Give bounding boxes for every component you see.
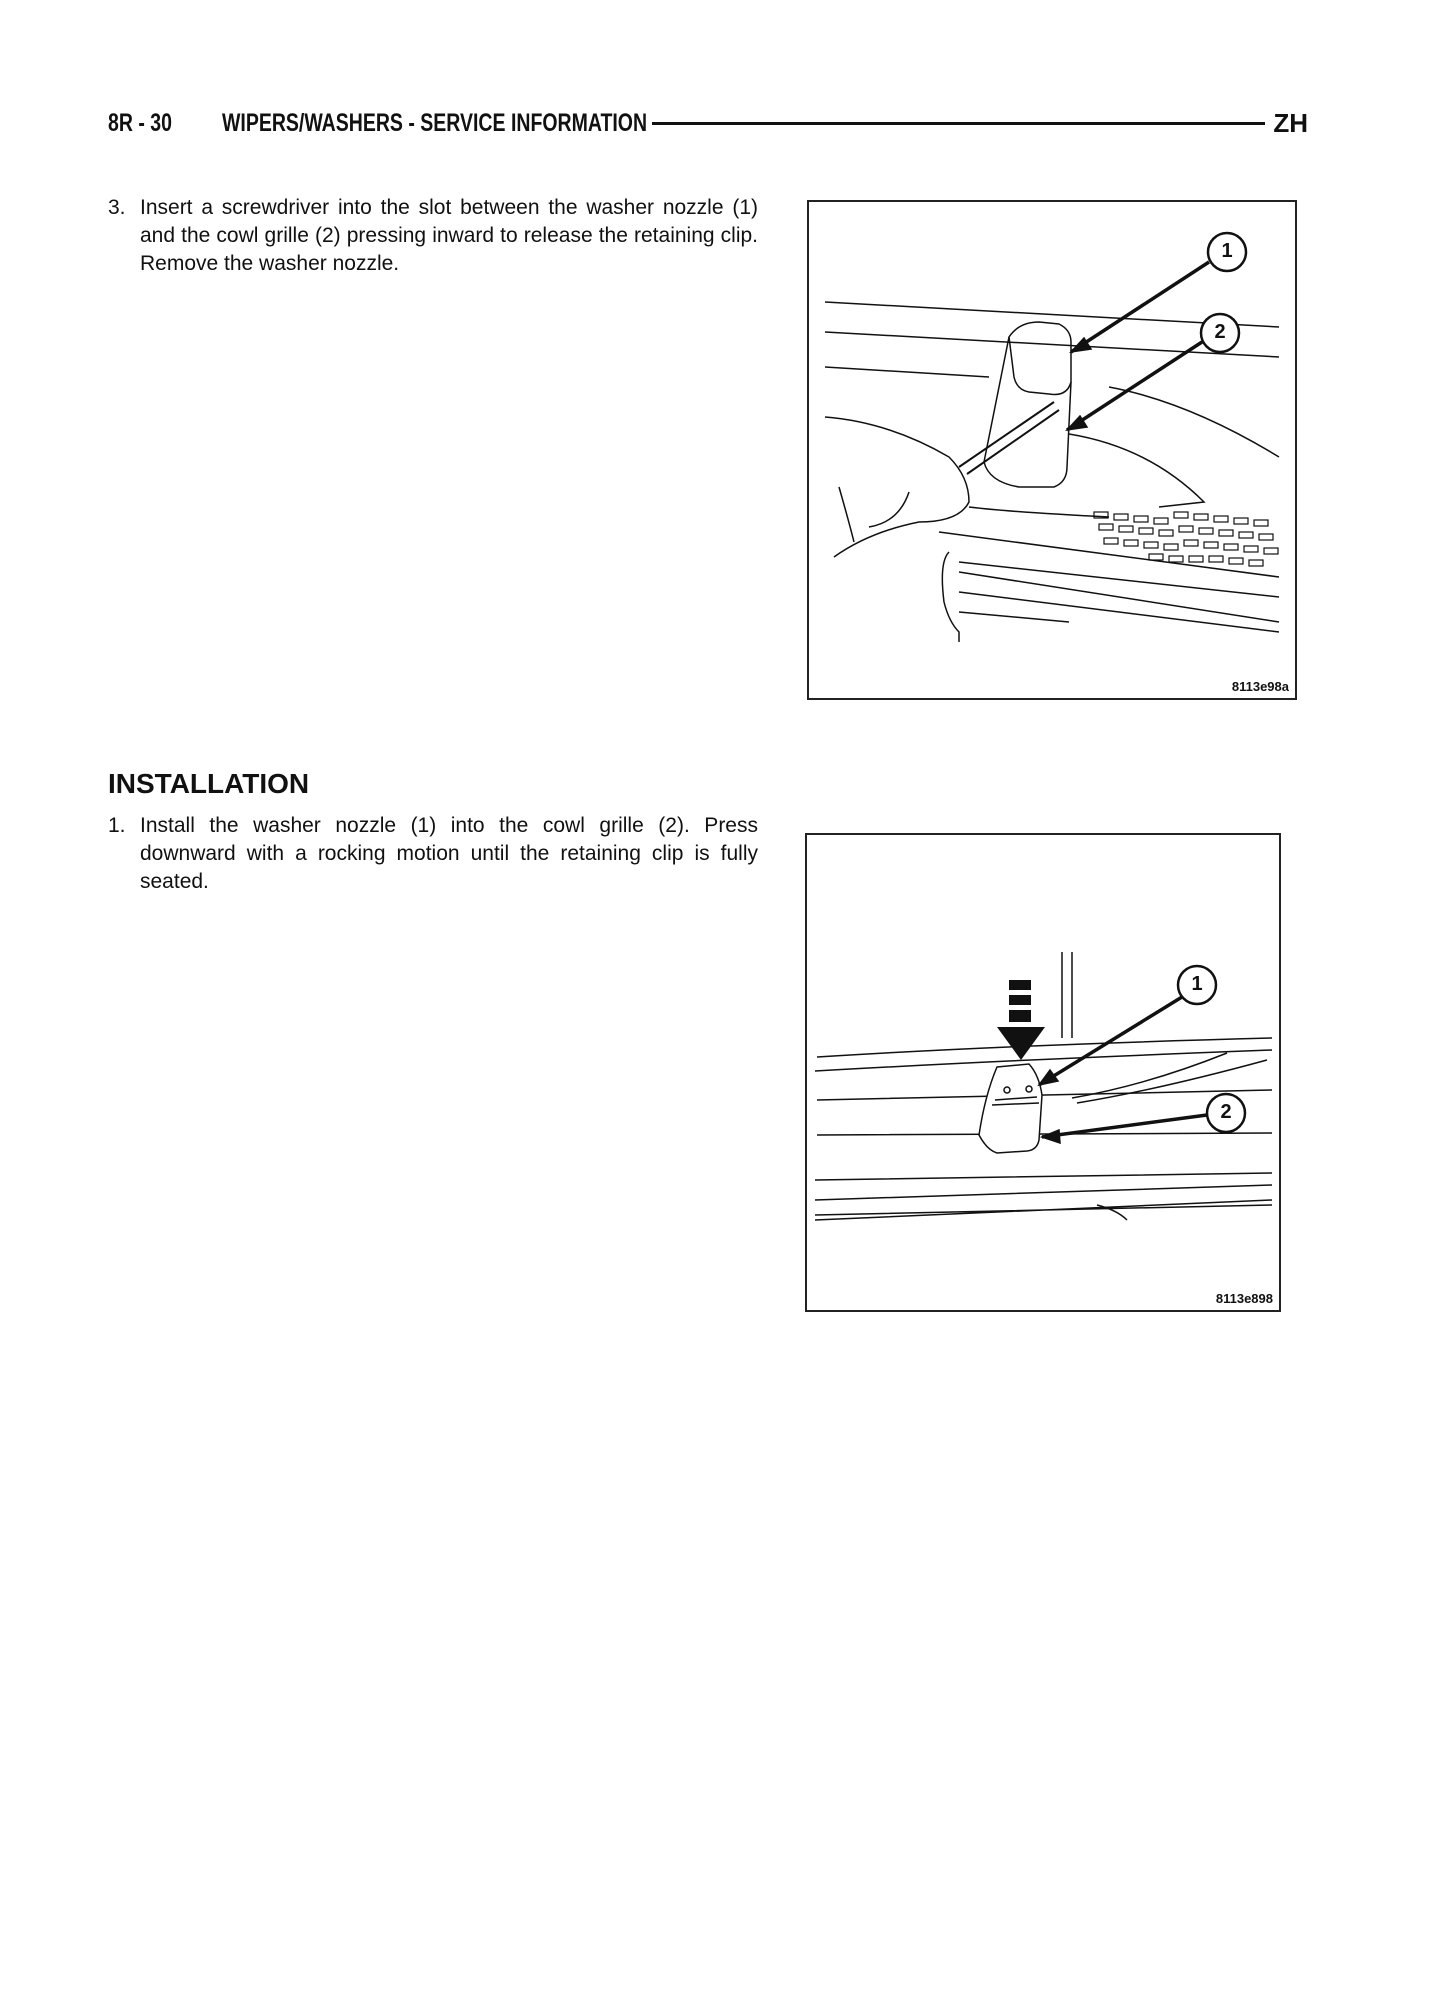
- removal-step-3: 3. Insert a screwdriver into the slot be…: [108, 194, 758, 278]
- step-number: 3.: [108, 196, 126, 219]
- figure-code: 8113e898: [1215, 1291, 1273, 1306]
- grille-pattern: [1093, 511, 1279, 567]
- step-text: Insert a screwdriver into the slot betwe…: [140, 196, 758, 275]
- callout-2-circle: [1205, 1092, 1247, 1134]
- callout-2-leader: [1066, 340, 1203, 432]
- step-number: 1.: [108, 814, 126, 837]
- nozzle-removal-illustration: [824, 231, 1280, 642]
- figure-nozzle-installation: 1 2 8113e898: [805, 833, 1281, 1312]
- installation-heading: INSTALLATION: [108, 768, 310, 799]
- callout-2-leader: [1041, 1113, 1208, 1139]
- callout-2-label: 2: [1214, 321, 1226, 343]
- installation-step-1: 1. Install the washer nozzle (1) into th…: [108, 812, 758, 896]
- page-header: 8R - 30 WIPERS/WASHERS - SERVICE INFORMA…: [108, 106, 1308, 140]
- callout-1-circle: [1206, 231, 1248, 273]
- callout-1-circle: [1176, 964, 1218, 1006]
- header-rule: [652, 121, 1266, 125]
- callout-1-leader: [1038, 995, 1183, 1087]
- section-title: WIPERS/WASHERS - SERVICE INFORMATION: [222, 108, 648, 137]
- callout-1-leader: [1070, 260, 1210, 354]
- nozzle-installation-illustration: [814, 952, 1273, 1221]
- figure-code: 8113e98a: [1231, 679, 1289, 694]
- callout-1-label: 1: [1221, 240, 1233, 262]
- step-text: Install the washer nozzle (1) into the c…: [140, 814, 758, 893]
- callout-1-label: 1: [1191, 973, 1203, 995]
- push-down-arrow-icon: [997, 980, 1045, 1060]
- figure-nozzle-removal: 1 2 8113e98a: [807, 200, 1297, 700]
- callout-2-label: 2: [1220, 1101, 1232, 1123]
- callout-2-circle: [1199, 312, 1241, 354]
- model-code: ZH: [1273, 107, 1308, 138]
- page-number: 8R - 30: [108, 108, 172, 137]
